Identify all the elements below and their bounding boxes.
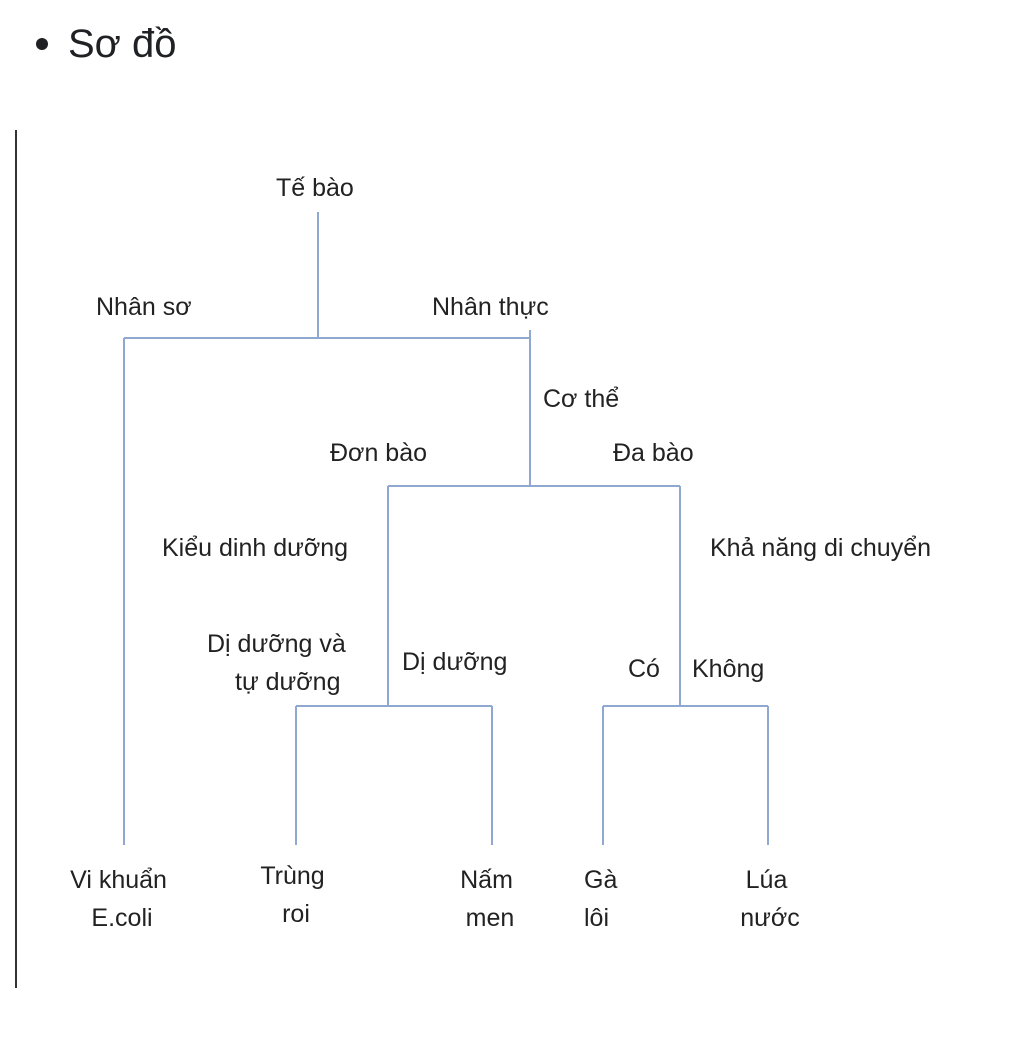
node-don-bao: Đơn bào [330, 439, 427, 467]
leaf-nam-men: Nấm men [460, 866, 520, 932]
bullet-heading: Sơ đồ [36, 14, 177, 74]
node-di-duong: Dị dưỡng [402, 648, 507, 676]
left-border [15, 130, 17, 988]
page-title: Sơ đồ [68, 22, 177, 66]
leaf-ga-loi-line1: Gà [584, 866, 617, 894]
bullet-icon [36, 38, 48, 50]
label-kieu-dinh-duong: Kiểu dinh dưỡng [162, 534, 348, 562]
leaf-lua-nuoc-line1: Lúa [746, 866, 788, 894]
leaf-vi-khuan: Vi khuẩn E.coli [70, 866, 174, 932]
leaf-trung-roi-line1: Trùng [260, 862, 324, 890]
leaf-nam-men-line1: Nấm [460, 866, 513, 894]
leaf-lua-nuoc-line2: nước [740, 904, 800, 932]
leaf-ga-loi: Gà lôi [584, 866, 624, 932]
node-root: Tế bào [276, 174, 354, 202]
node-di-va-tu-duong-line2: tự dưỡng [235, 668, 340, 696]
node-da-bao: Đa bào [613, 439, 694, 467]
leaf-trung-roi: Trùng roi [260, 862, 331, 928]
leaf-lua-nuoc: Lúa nước [740, 866, 800, 932]
leaf-vi-khuan-line2: E.coli [91, 904, 152, 932]
node-di-va-tu-duong-line1: Dị dưỡng và [207, 630, 346, 658]
node-di-va-tu-duong: Dị dưỡng và tự dưỡng [207, 630, 353, 696]
connectors [123, 212, 769, 845]
node-nhan-so: Nhân sơ [96, 293, 192, 321]
leaf-trung-roi-line2: roi [282, 900, 310, 928]
leaf-vi-khuan-line1: Vi khuẩn [70, 866, 167, 894]
node-khong: Không [692, 655, 764, 683]
node-co: Có [628, 655, 660, 683]
label-kha-nang-di-chuyen: Khả năng di chuyển [710, 534, 931, 562]
leaf-nam-men-line2: men [466, 904, 515, 932]
node-nhan-thuc: Nhân thực [432, 293, 549, 321]
leaf-ga-loi-line2: lôi [584, 904, 609, 932]
label-co-the: Cơ thể [543, 385, 619, 413]
